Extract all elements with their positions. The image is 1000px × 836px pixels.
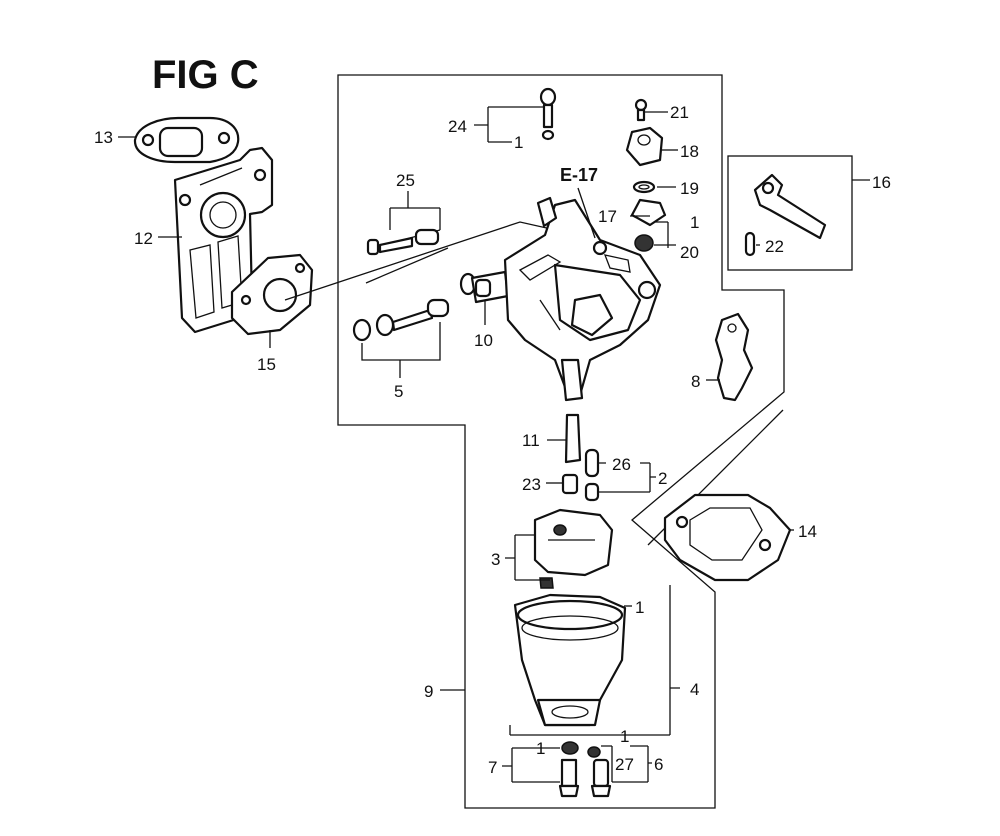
- carburetor-body: [503, 196, 662, 402]
- washer-26: [584, 448, 600, 502]
- screw-24: [539, 87, 557, 141]
- plunger-17: [630, 198, 667, 227]
- figure-title: FIG C: [152, 53, 259, 97]
- callout-13: 13: [94, 128, 113, 147]
- cover-18: [625, 126, 664, 167]
- callout-22: 22: [765, 237, 784, 256]
- joint-box: [727, 155, 853, 271]
- callout-7: 7: [488, 758, 497, 777]
- callout-10: 10: [474, 331, 493, 350]
- gasket-15: [230, 253, 314, 336]
- reference-label: E-17: [560, 165, 598, 185]
- callout-27: 27: [615, 755, 634, 774]
- callout-1d: 1: [536, 739, 545, 758]
- callout-21: 21: [670, 103, 689, 122]
- callout-25: 25: [396, 171, 415, 190]
- float-chamber-4: [513, 577, 627, 727]
- callout-8: 8: [691, 372, 700, 391]
- screw-21: [634, 98, 648, 122]
- callout-4: 4: [690, 680, 699, 699]
- lever-8: [714, 312, 754, 402]
- callout-16: 16: [872, 173, 891, 192]
- bolt-27: [587, 746, 612, 798]
- callout-26: 26: [612, 455, 631, 474]
- gasket-13: [133, 116, 240, 164]
- callout-19: 19: [680, 179, 699, 198]
- callout-1c: 1: [635, 598, 644, 617]
- float-3: [533, 508, 614, 577]
- pilot-screw-5: [352, 298, 450, 342]
- callout-20: 20: [680, 243, 699, 262]
- callout-24: 24: [448, 117, 467, 136]
- callout-2: 2: [658, 469, 667, 488]
- insulator-14: [663, 493, 792, 582]
- callout-15: 15: [257, 355, 276, 374]
- callout-23: 23: [522, 475, 541, 494]
- leader-lines: [118, 106, 870, 783]
- callout-1b: 1: [690, 213, 699, 232]
- bolt-7: [558, 741, 580, 798]
- callout-1e: 1: [620, 727, 629, 746]
- callout-3: 3: [491, 550, 500, 569]
- callout-14: 14: [798, 522, 817, 541]
- main-jet-23: [561, 473, 579, 495]
- callout-12: 12: [134, 229, 153, 248]
- throttle-screw-10: [459, 270, 510, 304]
- needle-jet-11: [564, 413, 582, 464]
- callout-9: 9: [424, 682, 433, 701]
- joint-16: [753, 173, 827, 240]
- screw-set-25: [365, 228, 449, 284]
- callout-6: 6: [654, 755, 663, 774]
- assembly-frame: [337, 74, 785, 809]
- callout-18: 18: [680, 142, 699, 161]
- callout-11: 11: [522, 431, 540, 450]
- callout-17: 17: [598, 207, 617, 226]
- seal-20: [634, 234, 654, 252]
- callout-5: 5: [394, 382, 403, 401]
- callout-1a: 1: [514, 133, 523, 152]
- spring-19: [632, 180, 656, 194]
- clip-22: [744, 231, 756, 257]
